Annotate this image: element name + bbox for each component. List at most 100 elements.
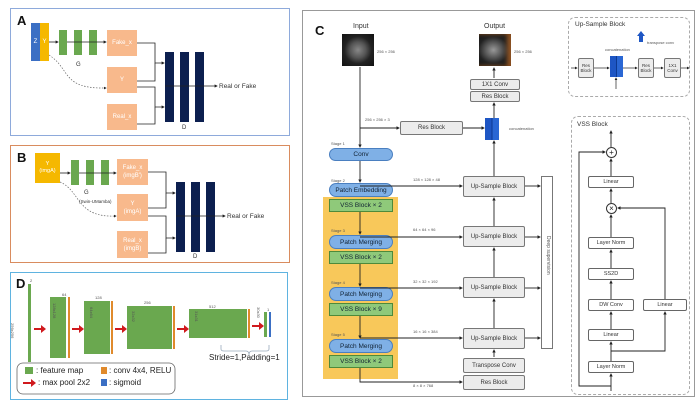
legend-conv: : conv 4x4, RELU — [109, 366, 172, 375]
dims-label-stage3: 64 × 64 × 96 — [413, 227, 436, 232]
channel-label: 256 — [144, 300, 151, 305]
feature-map — [50, 297, 66, 358]
vss-linear-top: Linear — [588, 176, 634, 188]
upsample-block-3: Up-Sample Block — [463, 277, 525, 298]
vss-block-stage3: VSS Block × 2 — [329, 251, 393, 264]
res-block-skip: Res Block — [400, 121, 463, 135]
max-pool-arrow — [34, 325, 46, 333]
generator-layer — [71, 160, 79, 185]
stride-note: Stride=1,Padding=1 — [209, 353, 280, 362]
stage4-label: Stage 4 — [331, 280, 345, 285]
real-x-block: Real_x — [107, 104, 137, 130]
upsample-block-2: Up-Sample Block — [463, 226, 525, 247]
max-pool-arrow — [72, 325, 84, 333]
stage3-label: Stage 3 — [331, 228, 345, 233]
panel-a-connectors — [48, 40, 218, 125]
panel-d-arrows — [16, 322, 270, 395]
upsample-block-1: Up-Sample Block — [463, 176, 525, 197]
panel-b-connectors — [59, 171, 226, 254]
input-ct-image — [342, 34, 374, 66]
panel-b-label: B — [17, 150, 27, 165]
discriminator-layer — [191, 182, 200, 252]
res-block-top: Res Block — [470, 91, 520, 102]
output-label: Real or Fake — [219, 83, 257, 90]
stage5-label: Stage 5 — [331, 332, 345, 337]
vss-dw-conv: DW Conv — [588, 299, 634, 311]
transpose-conv-block: Transpose Conv — [463, 358, 525, 373]
patch-merging-stage4: Patch Merging — [329, 287, 393, 301]
sigmoid-layer — [269, 312, 271, 337]
channel-label: 512 — [209, 304, 216, 309]
upsample-arrow-icon — [637, 31, 645, 36]
input-title: Input — [353, 23, 369, 30]
concat-label: concatenation — [605, 47, 630, 52]
generator-layer — [74, 30, 82, 55]
output-size-label: 256 × 256 — [514, 49, 532, 54]
conv-layer — [111, 301, 113, 354]
discriminator-layer — [195, 52, 204, 122]
stride-bracket — [220, 345, 270, 356]
max-pool-arrow — [115, 325, 127, 333]
dims-label-bottleneck: 8 × 8 × 768 — [413, 383, 434, 388]
patch-merging-stage5: Patch Merging — [329, 339, 393, 353]
legend-frame — [16, 362, 176, 395]
conv-layer — [68, 297, 70, 358]
output-label: Real or Fake — [227, 213, 265, 220]
panel-d-label: D — [16, 276, 26, 291]
feature-map — [127, 306, 172, 349]
fake-x-imgb-block: Fake_x (imgB') — [117, 159, 148, 185]
legend-sigmoid: : sigmoid — [109, 378, 142, 387]
vss-block-stage2: VSS Block × 2 — [329, 199, 393, 212]
discriminator-layer — [206, 182, 215, 252]
feature-map — [28, 284, 31, 362]
panel-c-label: C — [315, 23, 325, 38]
multiply-icon: × — [606, 203, 617, 214]
conv-block: Conv — [329, 148, 393, 161]
upsample-detail-res2: Res Block — [638, 58, 654, 78]
channel-label: 64 — [62, 292, 67, 297]
output-ct-image — [479, 34, 511, 66]
skip-dims-label: 256 × 256 × 3 — [365, 117, 390, 122]
y-imga-block: Y (imgA) — [117, 194, 148, 221]
discriminator-label: D — [182, 125, 187, 131]
res-block-bottom: Res Block — [463, 375, 525, 390]
stage1-label: Stage 1 — [331, 141, 345, 146]
vss-layer-norm-bottom: Layer Norm — [588, 361, 634, 373]
dims-label-stage2: 128 × 128 × 48 — [413, 177, 440, 182]
vss-detail-title: VSS Block — [577, 121, 608, 128]
generator-layer — [86, 160, 94, 185]
generator-layer — [101, 160, 109, 185]
upsample-block-4: Up-Sample Block — [463, 328, 525, 349]
add-icon: + — [606, 147, 617, 158]
panel-a-label: A — [17, 13, 27, 28]
discriminator-layer — [176, 182, 185, 252]
vss-detail-frame — [571, 116, 690, 395]
legend-max-pool-swatch — [23, 379, 36, 387]
generator-name-label: (Swin-UMamba) — [79, 199, 112, 204]
patch-merging-stage3: Patch Merging — [329, 235, 393, 249]
max-pool-arrow — [252, 322, 264, 330]
upsample-detail-res1: Res Block — [578, 58, 594, 78]
dims-label-stage5: 16 × 16 × 384 — [413, 329, 438, 334]
real-x-imgb-block: Real_x (imgB) — [117, 231, 148, 258]
channel-label: 128 — [95, 295, 102, 300]
vss-ss2d: SS2D — [588, 268, 634, 280]
vss-block-stage5: VSS Block × 2 — [329, 355, 393, 368]
legend-conv-swatch — [101, 367, 107, 374]
fake-x-block: Fake_x — [107, 30, 137, 56]
panel-d: D 2 256x256 64 128x128 128 64x64 256 32x… — [10, 272, 288, 400]
channel-label: 2 — [30, 278, 33, 283]
conv1x1-block: 1X1 Conv — [470, 79, 520, 90]
input-size-label: 256 × 256 — [377, 49, 395, 54]
legend-feature-map: : feature map — [36, 366, 84, 375]
input-y-imga-block: Y (imgA) — [35, 153, 60, 183]
upsample-detail-frame — [568, 17, 690, 97]
vss-layer-norm-top: Layer Norm — [588, 237, 634, 249]
y-block: Y — [107, 67, 137, 93]
generator-layer — [89, 30, 97, 55]
feature-map — [189, 309, 247, 338]
concatenation-label: concatenation — [509, 126, 534, 131]
feature-map — [264, 312, 267, 337]
generator-label: G — [84, 190, 89, 196]
legend-feature-map-swatch — [25, 367, 33, 374]
